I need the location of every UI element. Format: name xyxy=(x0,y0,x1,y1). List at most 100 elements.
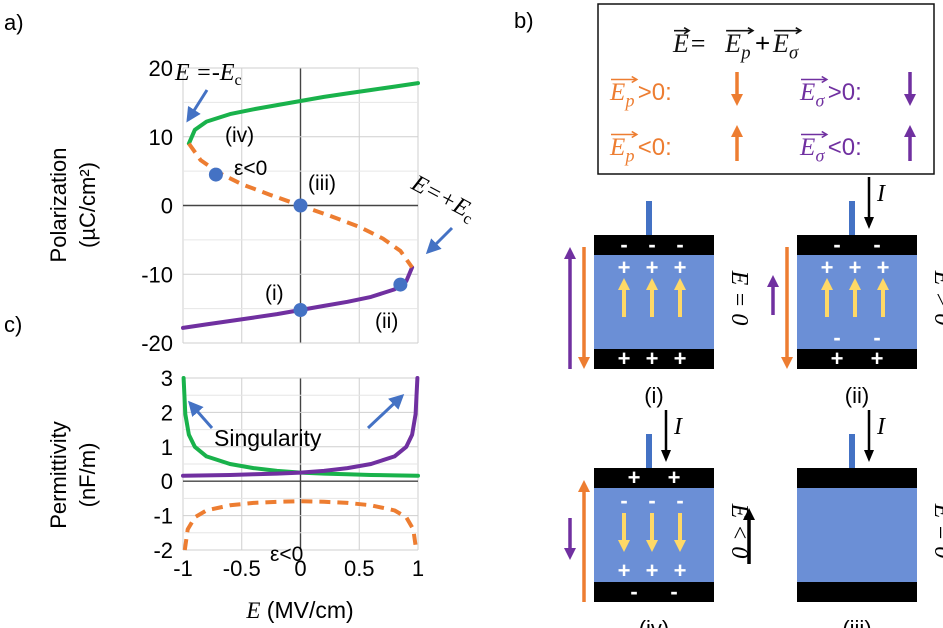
electrode-tab xyxy=(646,434,652,468)
bottom-plate xyxy=(594,582,714,602)
y-tick-label: 1 xyxy=(161,435,173,460)
vector-subscript: σ xyxy=(816,90,826,110)
y-tick-label: 10 xyxy=(149,125,173,150)
vector-symbol: E xyxy=(609,79,625,106)
polarization-arrowhead xyxy=(646,278,658,290)
top-plate-charge: - xyxy=(873,232,880,257)
polarization-ylabel-line2: (µC/cm²) xyxy=(75,162,100,248)
field-label: E < 0 xyxy=(726,503,752,559)
annot-iii: (iii) xyxy=(308,172,336,195)
annot-i: (i) xyxy=(265,282,284,305)
surface-charge-top: - xyxy=(648,488,655,513)
surface-charge-top: + xyxy=(618,255,631,280)
bottom-plate xyxy=(797,349,917,369)
vector-arrowhead xyxy=(747,26,755,35)
eq-arrowhead xyxy=(731,94,743,106)
field-label: E = 0 xyxy=(929,503,943,559)
surface-charge-bottom: + xyxy=(674,558,687,583)
bottom-plate-charge: + xyxy=(646,346,659,371)
polarization-points xyxy=(208,167,408,317)
eq-row-cond: <0: xyxy=(828,134,862,161)
surface-charge-top: - xyxy=(620,488,627,513)
singularity-arrow-left xyxy=(188,400,214,429)
sigma-field-arrow-head xyxy=(564,548,576,560)
y-tick-label: -1 xyxy=(153,504,173,529)
field-label: E = 0 xyxy=(726,270,752,326)
y-tick-label: -20 xyxy=(141,331,173,356)
vector-subscript: σ xyxy=(789,43,799,64)
bottom-plate-charge: - xyxy=(630,579,637,604)
annot-e-minus: E =-Ec xyxy=(174,60,242,89)
capacitor-caption: (iii) xyxy=(842,616,871,628)
equation-box-frame xyxy=(597,3,935,175)
surface-charge-top: - xyxy=(676,488,683,513)
capacitor-caption: (iv) xyxy=(639,616,670,628)
state-point-2 xyxy=(293,198,308,213)
sigma-field-arrow-head xyxy=(564,247,576,259)
current-arrowhead xyxy=(661,450,671,462)
surface-charge-top: + xyxy=(877,255,890,280)
vector-subscript: p xyxy=(624,145,635,165)
annot-e-minus-arrow xyxy=(186,89,209,123)
vector-subscript: p xyxy=(624,90,635,110)
permittivity-ylabel-line2: (nF/m) xyxy=(75,443,100,508)
annot-iv: (iv) xyxy=(225,124,254,147)
state-point-0 xyxy=(293,303,308,317)
y-tick-label: 0 xyxy=(161,194,173,219)
top-plate-charge: + xyxy=(628,465,641,490)
sigma-field-arrow-head xyxy=(767,275,779,287)
panel-label-b: b) xyxy=(514,8,534,33)
vector-arrowhead xyxy=(631,75,639,84)
net-field-arrow-head xyxy=(743,508,755,520)
polarization-arrowhead xyxy=(618,278,630,290)
eq-arrowhead xyxy=(904,125,916,137)
vector-arrowhead xyxy=(631,130,639,139)
field-label: E > 0 xyxy=(929,270,943,326)
surface-charge-bottom: - xyxy=(833,325,840,350)
vector-arrowhead xyxy=(821,75,829,84)
singularity-arrow-right xyxy=(366,393,405,430)
p-field-arrow-head xyxy=(578,357,590,369)
polarization-arrowhead xyxy=(674,540,686,552)
y-tick-label: 20 xyxy=(149,56,173,81)
eq-arrowhead xyxy=(904,94,916,106)
bottom-plate-charge: + xyxy=(871,346,884,371)
current-label: I xyxy=(876,414,886,440)
vector-symbol: E xyxy=(772,29,789,58)
surface-charge-bottom: + xyxy=(646,558,659,583)
state-point-1 xyxy=(393,277,408,292)
annot-ii: (ii) xyxy=(375,310,398,333)
vector-subscript: σ xyxy=(816,145,826,165)
permittivity-ylabel-line1: Permittivity xyxy=(46,421,71,529)
top-plate-charge: - xyxy=(676,232,683,257)
vector-symbol: E xyxy=(799,134,815,161)
electrode-tab xyxy=(849,201,855,235)
current-arrowhead xyxy=(864,450,874,462)
surface-charge-top: + xyxy=(849,255,862,280)
top-plate-charge: + xyxy=(668,465,681,490)
bottom-plate-charge: - xyxy=(670,579,677,604)
eq-equals: = xyxy=(689,29,707,58)
annot-e-plus-arrow xyxy=(425,226,454,255)
polarization-arrowhead xyxy=(674,278,686,290)
bottom-plate-charge: + xyxy=(674,346,687,371)
bottom-plate-charge: + xyxy=(618,346,631,371)
capacitor-iii: I E = 0 (iii) xyxy=(797,410,943,628)
y-tick-label: 3 xyxy=(161,366,173,391)
y-tick-label: 2 xyxy=(161,400,173,425)
top-plate xyxy=(594,468,714,488)
annot-e-plus: E=+Ec xyxy=(405,170,480,228)
y-tick-label: 0 xyxy=(161,469,173,494)
annot-eps-neg-a: ε<0 xyxy=(234,157,267,180)
surface-charge-bottom: + xyxy=(618,558,631,583)
series-line-1 xyxy=(181,376,420,478)
bottom-plate-charge: + xyxy=(831,346,844,371)
series-line-0 xyxy=(186,81,420,146)
